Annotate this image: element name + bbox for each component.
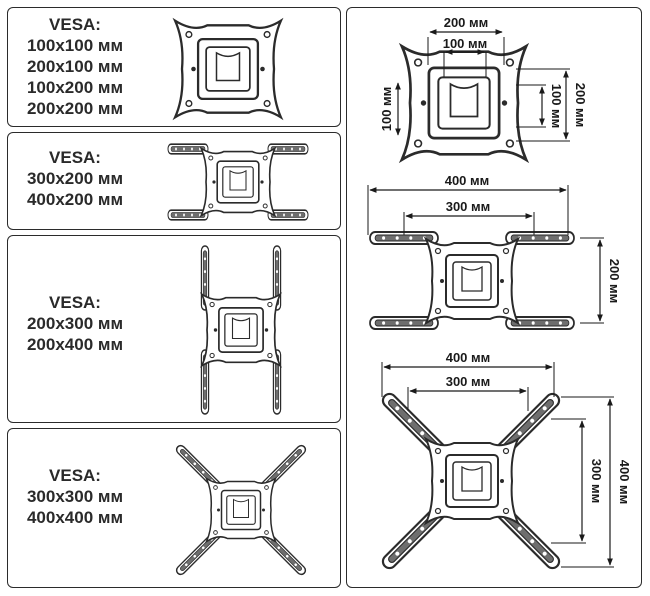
panel-vesa-wide: VESA: 300x200 мм 400x200 мм [7, 132, 341, 230]
vesa-size: 200x300 мм [26, 314, 124, 333]
dim-label-large-inner-width: 300 мм [446, 374, 491, 389]
dimension-diagram-small: 200 мм 100 мм 100 мм 100 мм 200 мм [379, 15, 588, 162]
dim-label-large-inner-height: 300 мм [589, 459, 604, 504]
dimension-diagram-medium: 400 мм 300 мм 200 мм [367, 173, 622, 330]
dim-label-small-inner-width: 100 мм [443, 36, 488, 51]
vesa-size: 300x200 мм [26, 169, 124, 188]
mount-cross-arms-drawing [174, 443, 308, 577]
vesa-size: 400x200 мм [26, 190, 124, 209]
dim-label-medium-height: 200 мм [607, 259, 622, 304]
panel-vesa-tall: VESA: 200x300 мм 200x400 мм [7, 235, 341, 423]
vesa-label-block: VESA: 300x300 мм 400x400 мм [20, 465, 130, 528]
dimension-diagram-large: 400 мм 300 мм 300 мм 400 мм [379, 350, 632, 572]
vesa-label-block: VESA: 300x200 мм 400x200 мм [20, 147, 130, 210]
mount-horizontal-arms-drawing [167, 143, 309, 221]
dim-label-small-inner-height-left: 100 мм [379, 87, 394, 132]
vesa-label-block: VESA: 100x100 мм 200x100 мм 100x200 мм 2… [20, 14, 130, 119]
panel-vesa-small: VESA: 100x100 мм 200x100 мм 100x200 мм 2… [7, 7, 341, 127]
vesa-heading: VESA: [49, 15, 101, 34]
vesa-size: 300x300 мм [26, 487, 124, 506]
dim-label-medium-inner-width: 300 мм [446, 199, 491, 214]
vesa-heading: VESA: [49, 466, 101, 485]
dim-label-large-outer-height: 400 мм [617, 460, 632, 505]
vesa-size: 100x100 мм [26, 36, 124, 55]
dim-label-small-outer-height: 200 мм [573, 83, 588, 128]
vesa-size: 200x400 мм [26, 335, 124, 354]
mount-plate-small-drawing [173, 19, 283, 119]
dim-label-large-outer-width: 400 мм [446, 350, 491, 365]
vesa-label-block: VESA: 200x300 мм 200x400 мм [20, 292, 130, 355]
vesa-size: 100x200 мм [26, 78, 124, 97]
vesa-heading: VESA: [49, 293, 101, 312]
vesa-size: 200x200 мм [26, 99, 124, 118]
vesa-size: 400x400 мм [26, 508, 124, 527]
vesa-heading: VESA: [49, 148, 101, 167]
dim-label-small-outer-width: 200 мм [444, 15, 489, 30]
vesa-size: 200x100 мм [26, 57, 124, 76]
dim-label-medium-outer-width: 400 мм [445, 173, 490, 188]
mount-vertical-arms-drawing [200, 245, 282, 415]
dim-label-small-inner-height-right: 100 мм [549, 84, 564, 129]
panel-vesa-cross: VESA: 300x300 мм 400x400 мм [7, 428, 341, 588]
